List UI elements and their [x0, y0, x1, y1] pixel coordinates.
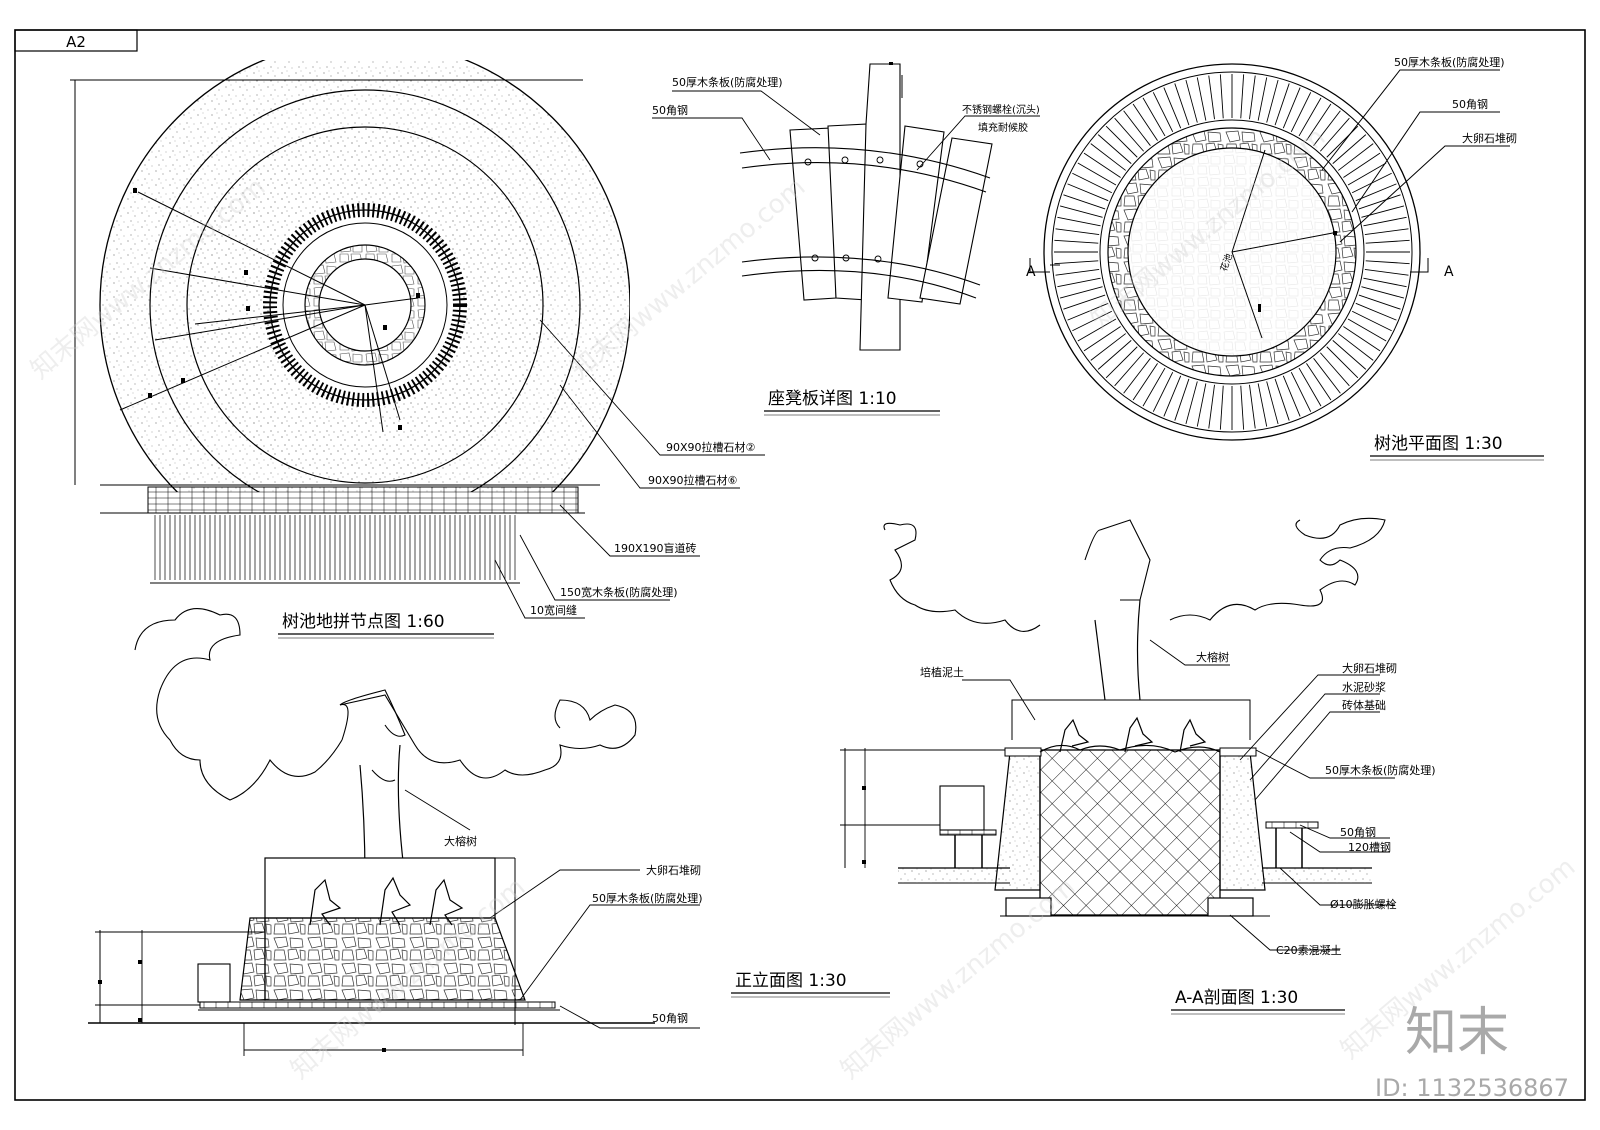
section-label-concrete: C20素混凝土 — [1276, 943, 1342, 957]
section-label-mortar: 水泥砂浆 — [1342, 680, 1386, 694]
elev-label-angle: 50角钢 — [652, 1012, 688, 1025]
watermark-site-5: 知末网www.znzmo.com — [835, 872, 1081, 1085]
section-label-angle: 50角钢 — [1340, 826, 1376, 839]
section-label-banyan: 大榕树 — [1196, 650, 1229, 664]
section-label-brick: 砖体基础 — [1342, 698, 1386, 712]
section-label-channel: 120槽钢 — [1348, 841, 1391, 854]
bench-label-bolt: 不锈钢螺栓(沉头) — [962, 103, 1040, 116]
section-label-wood: 50厚木条板(防腐处理) — [1325, 763, 1436, 777]
sheet-id-box — [14, 29, 138, 52]
plan-detail-title: 树池地拼节点图 1:60 — [282, 612, 445, 632]
watermark-id: ID: 1132536867 — [1375, 1074, 1569, 1102]
section-label-expbolt: Ø10膨胀螺栓 — [1330, 897, 1397, 911]
pool-label-angle: 50角钢 — [1452, 98, 1488, 111]
bench-label-fill: 填充耐候胶 — [978, 121, 1028, 134]
section-aa-title: A-A剖面图 1:30 — [1175, 988, 1298, 1008]
front-elevation-title: 正立面图 1:30 — [735, 971, 847, 991]
elev-label-pebble: 大卵石堆砌 — [646, 863, 701, 877]
section-aa — [840, 517, 1395, 951]
plan-detail: 90X90拉槽石材② 90X90拉槽石材⑥ 190X190盲道砖 150宽木条板… — [70, 60, 765, 639]
cut-mark-left: A — [1026, 264, 1036, 280]
pool-label-pebble: 大卵石堆砌 — [1462, 131, 1517, 145]
elev-label-wood: 50厚木条板(防腐处理) — [592, 891, 703, 905]
pool-label-wood: 50厚木条板(防腐处理) — [1394, 55, 1505, 69]
plan-label-stone6: 90X90拉槽石材⑥ — [648, 473, 738, 487]
bench-detail-title: 座凳板详图 1:10 — [768, 389, 897, 409]
bench-label-angle: 50角钢 — [652, 104, 688, 117]
watermark-logo: 知末 — [1405, 1003, 1509, 1063]
front-elevation — [88, 608, 700, 1056]
plan-label-gap: 10宽间缝 — [530, 603, 577, 617]
sheet-border — [14, 29, 1586, 1101]
bench-label-wood: 50厚木条板(防腐处理) — [672, 75, 783, 89]
plan-label-wood-strip: 150宽木条板(防腐处理) — [560, 585, 678, 599]
sheet-id: A2 — [66, 33, 86, 51]
bench-detail — [652, 62, 1040, 351]
plan-label-blind-brick: 190X190盲道砖 — [614, 541, 697, 555]
cut-mark-right: A — [1444, 264, 1454, 280]
section-label-soil: 培植泥土 — [920, 665, 964, 679]
tree-pool-plan-title: 树池平面图 1:30 — [1374, 434, 1503, 454]
plan-label-stone2: 90X90拉槽石材② — [666, 440, 756, 454]
elev-label-banyan: 大榕树 — [444, 834, 477, 848]
section-label-pebble: 大卵石堆砌 — [1342, 661, 1397, 675]
tree-pool-plan — [1029, 63, 1510, 441]
